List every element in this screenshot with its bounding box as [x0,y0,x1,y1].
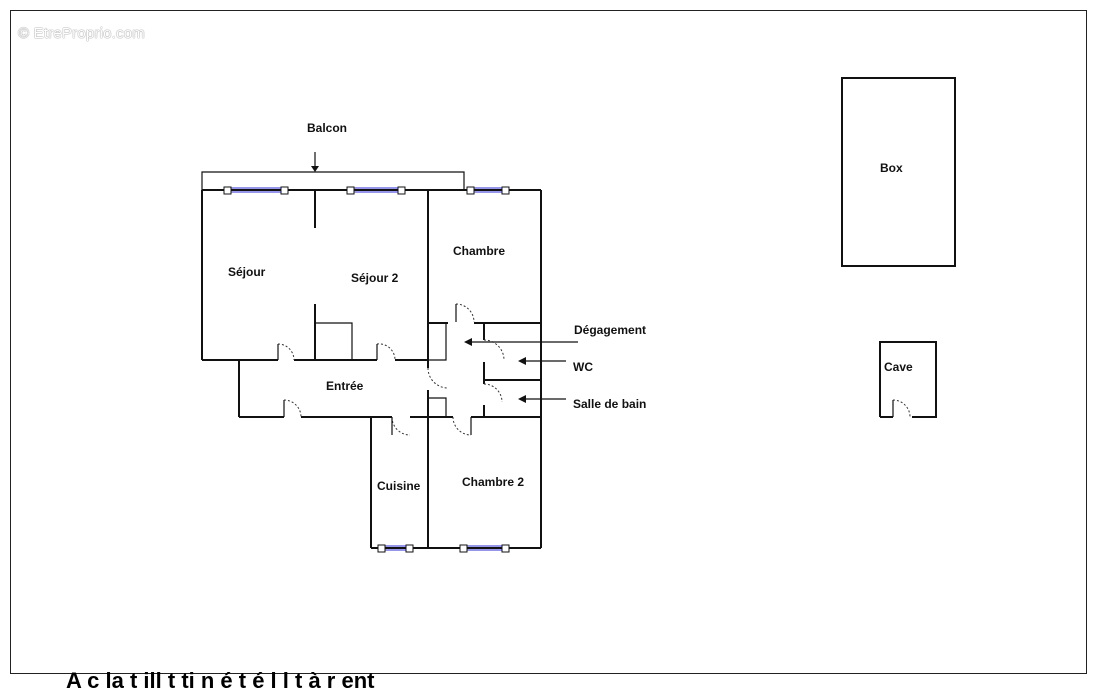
label-sejour: Séjour [228,265,266,279]
watermark: © EtreProprio.com [18,25,145,42]
balcon-arrow-head [311,166,319,172]
label-wc: WC [573,360,593,374]
caption-text: A c la t ill t ti n é t é l l t à r ent [66,668,375,693]
cave-outline [879,341,937,418]
label-cuisine: Cuisine [377,479,421,493]
label-degagement: Dégagement [574,323,646,337]
label-sejour-2: Séjour 2 [351,271,399,285]
label-chambre-2: Chambre 2 [462,475,524,489]
box-outline [841,77,956,267]
balcony-outline [201,171,465,190]
label-box: Box [880,161,903,175]
label-balcon: Balcon [307,121,347,135]
label-cave: Cave [884,360,913,374]
windows [223,186,510,553]
image-frame [10,10,1087,674]
label-chambre: Chambre [453,244,505,258]
label-salle-de-bain: Salle de bain [573,397,646,411]
doors [277,303,505,436]
pointer-arrows [464,338,578,403]
label-entree: Entrée [326,379,364,393]
apartment-walls [201,189,542,549]
